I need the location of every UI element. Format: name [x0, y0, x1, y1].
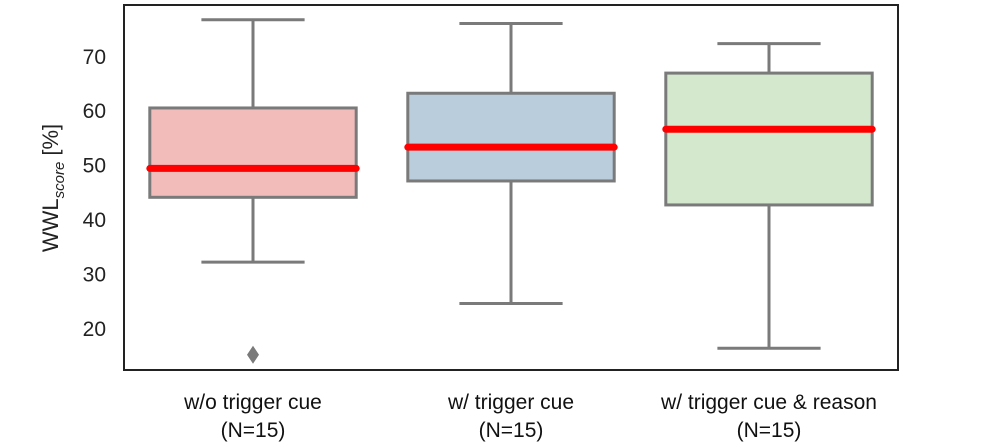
plot-layer	[146, 18, 876, 364]
y-tick-label: 60	[83, 100, 106, 123]
y-tick-label: 20	[83, 318, 106, 341]
x-category-label: w/ trigger cue	[447, 391, 574, 414]
x-category-count: (N=15)	[221, 419, 286, 442]
y-axis-label-subscript: score	[51, 162, 68, 199]
outlier-point	[247, 345, 259, 364]
y-tick-labels: 20 30 40 50 60 70	[83, 46, 106, 341]
box-group-2	[404, 22, 618, 306]
y-tick-label: 50	[83, 155, 106, 178]
x-category-count: (N=15)	[737, 419, 802, 442]
y-tick-label: 70	[83, 46, 106, 69]
box-group-1	[146, 18, 360, 364]
y-tick-label: 40	[83, 209, 106, 232]
box-iqr	[406, 91, 616, 183]
x-category-label: w/o trigger cue	[183, 391, 322, 414]
box-iqr	[148, 106, 358, 199]
x-category-count: (N=15)	[479, 419, 544, 442]
y-axis-label-unit: [%]	[38, 124, 63, 156]
x-category-label: w/ trigger cue & reason	[660, 391, 877, 414]
y-axis-label: WWLscore [%]	[38, 124, 68, 252]
plot-frame	[123, 4, 899, 371]
box-group-3	[662, 42, 876, 350]
box-iqr	[664, 71, 874, 207]
y-axis-label-main: WWL	[38, 198, 63, 252]
y-tick-label: 30	[83, 264, 106, 287]
x-category-labels: w/o trigger cue (N=15) w/ trigger cue (N=15…	[183, 391, 877, 442]
